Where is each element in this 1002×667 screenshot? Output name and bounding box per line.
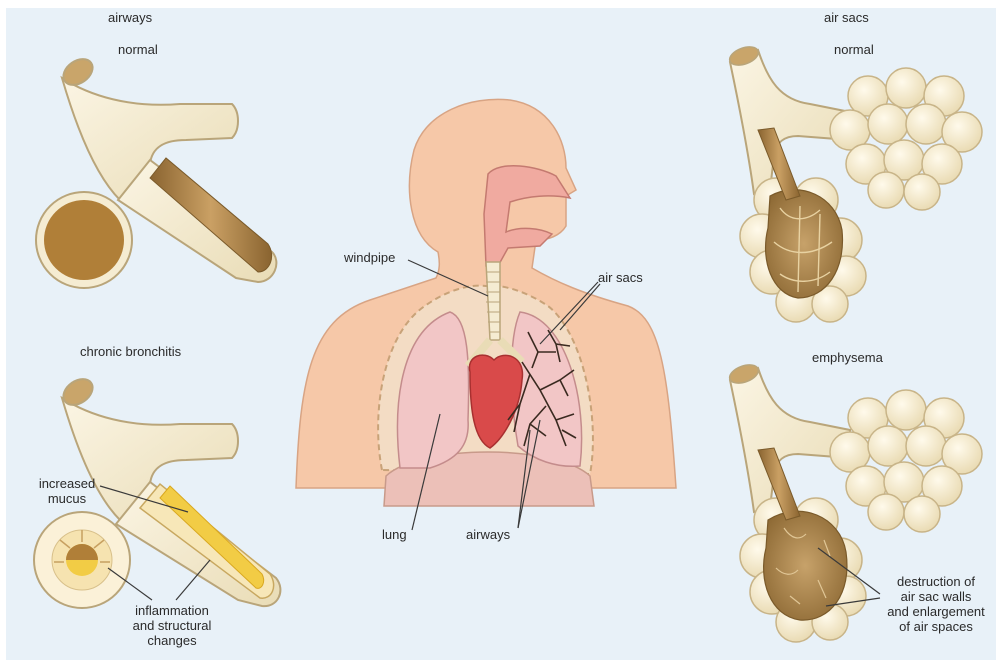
emphysema-enlarged-space (764, 511, 847, 620)
airways-heading: airways (108, 10, 152, 25)
increased-mucus-line-2: mucus (24, 491, 110, 506)
emphysema-label: emphysema (812, 350, 883, 365)
increased-mucus-line-1: increased (24, 476, 110, 491)
chronic-bronchitis-label: chronic bronchitis (80, 344, 181, 359)
air-sacs-body-label: air sacs (598, 270, 643, 285)
increased-mucus-label: increased mucus (24, 476, 110, 506)
destruction-line-2: air sac walls (878, 589, 994, 604)
inflammation-label: inflammation and structural changes (112, 603, 232, 648)
airways-normal-label: normal (118, 42, 158, 57)
destruction-line-3: and enlargement (878, 604, 994, 619)
normal-airway-cross-section-lumen (44, 200, 124, 280)
destruction-line-1: destruction of (878, 574, 994, 589)
airways-body-label: airways (466, 527, 510, 542)
inflammation-line-1: inflammation (112, 603, 232, 618)
air-sacs-heading: air sacs (824, 10, 869, 25)
destruction-label: destruction of air sac walls and enlarge… (878, 574, 994, 634)
inflammation-line-2: and structural (112, 618, 232, 633)
destruction-line-4: of air spaces (878, 619, 994, 634)
inflammation-line-3: changes (112, 633, 232, 648)
lung-label: lung (382, 527, 407, 542)
air-sacs-normal-label: normal (834, 42, 874, 57)
windpipe-label: windpipe (344, 250, 395, 265)
